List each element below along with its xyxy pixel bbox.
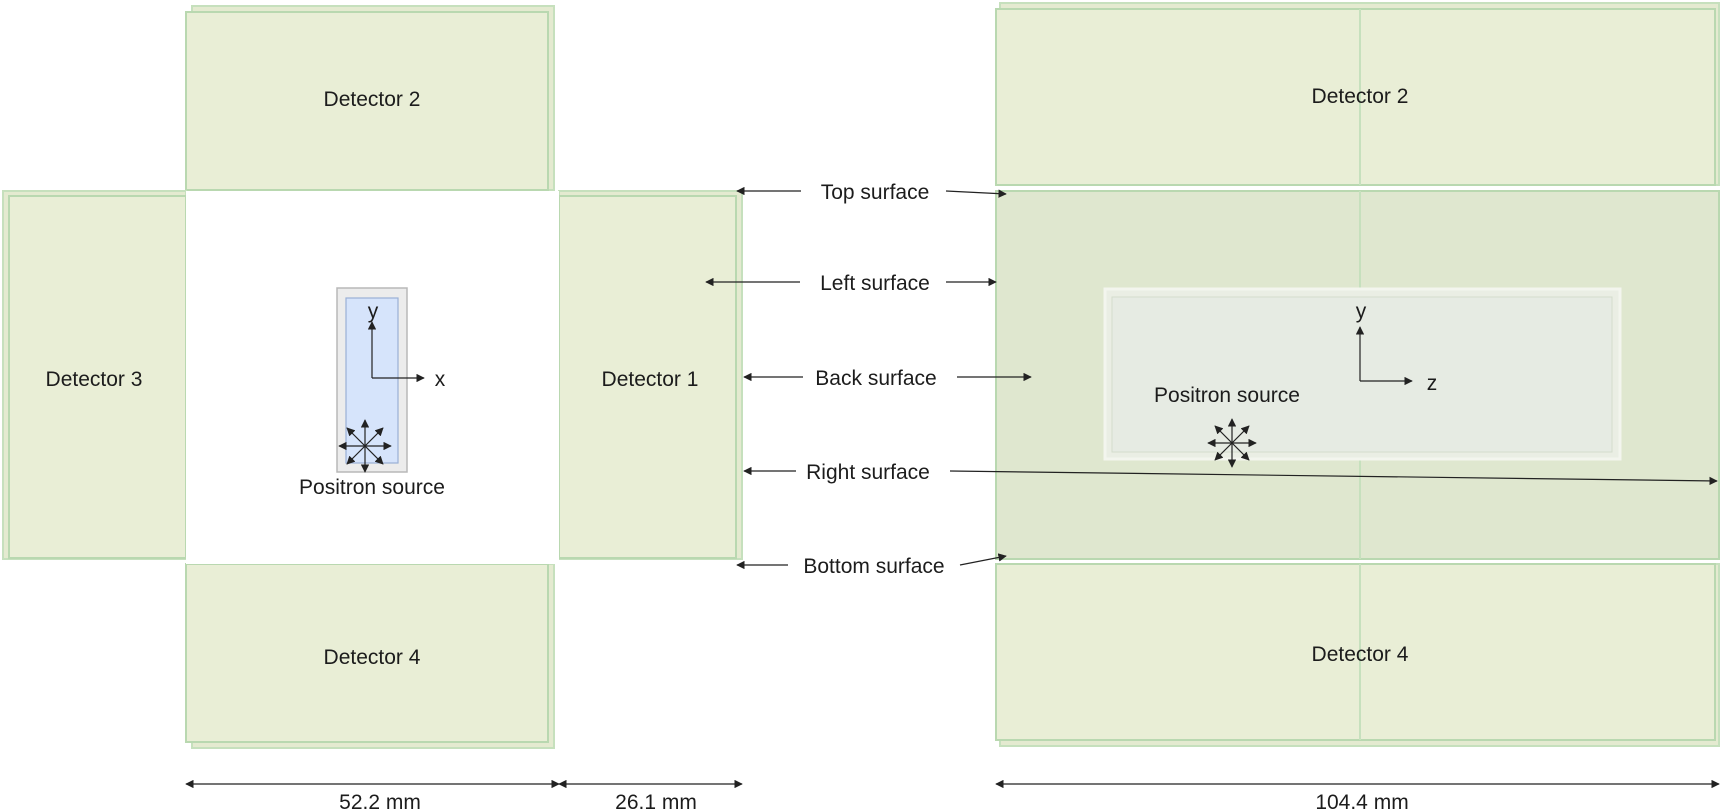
right-detector-top-label: Detector 2 xyxy=(1312,85,1409,108)
right-source-label: Positron source xyxy=(1154,384,1300,407)
back-surface-label: Back surface xyxy=(815,367,936,390)
left-detector-top-label: Detector 2 xyxy=(324,88,421,111)
left-source-label: Positron source xyxy=(299,476,445,499)
left-detector-bottom-label: Detector 4 xyxy=(324,646,421,669)
right-detector-top: Detector 2 xyxy=(995,2,1720,186)
left-x-label: x xyxy=(435,368,446,391)
left-detector-left-label: Detector 3 xyxy=(46,368,143,391)
left-detector-top: Detector 2 xyxy=(185,5,555,191)
left-emission-burst xyxy=(338,419,392,473)
top-surface-label: Top surface xyxy=(821,181,930,204)
left-y-label: y xyxy=(368,300,379,323)
dimension-lines: 52.2 mm 26.1 mm 104.4 mm xyxy=(185,779,1720,812)
left-view: Detector 2 Detector 3 Detector 1 Detecto… xyxy=(2,5,743,749)
right-y-label: y xyxy=(1356,300,1367,323)
left-detector-right: Detector 1 xyxy=(558,190,743,560)
right-detector-bottom-label: Detector 4 xyxy=(1312,643,1409,666)
left-detector-bottom: Detector 4 xyxy=(185,563,555,749)
left-surface-label: Left surface xyxy=(820,272,930,295)
right-detector-bottom: Detector 4 xyxy=(995,563,1720,747)
bottom-surface-label: Bottom surface xyxy=(803,555,944,578)
dim-thickness-label: 26.1 mm xyxy=(615,791,697,812)
dim-inner-width-label: 52.2 mm xyxy=(339,791,421,812)
surface-callouts: Top surface Left surface Back surface Ri… xyxy=(705,181,1718,578)
right-surface-label: Right surface xyxy=(806,461,930,484)
left-detector-right-label: Detector 1 xyxy=(602,368,699,391)
right-middle-band xyxy=(995,190,1720,560)
right-z-label: z xyxy=(1427,372,1438,395)
dim-length-label: 104.4 mm xyxy=(1315,791,1408,812)
left-detector-left: Detector 3 xyxy=(2,190,187,560)
right-emission-burst xyxy=(1207,418,1257,468)
right-view: Detector 2 Detector 4 y z Positron sourc… xyxy=(995,2,1720,747)
